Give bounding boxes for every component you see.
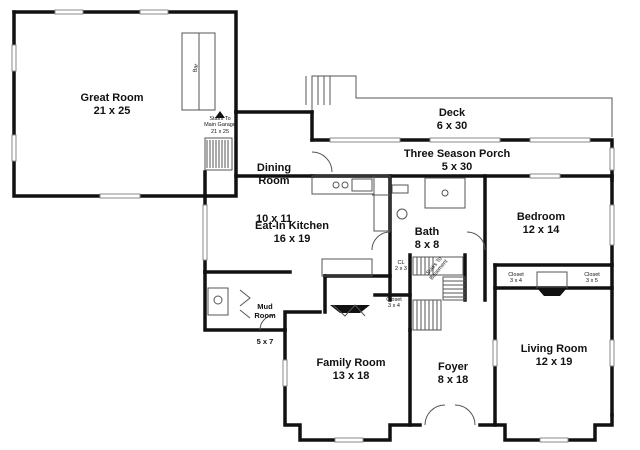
room-dims: 5 x 30 <box>441 160 473 173</box>
closet-right-a-label: Closet 3 x 4 <box>508 272 524 285</box>
family-room-label: Family Room 13 x 18 <box>316 357 385 382</box>
window <box>11 134 17 162</box>
window <box>11 44 17 72</box>
room-dims: 13 x 18 <box>332 369 370 382</box>
dining-room-label: Dining Room 10 x 11 <box>256 137 292 238</box>
stairs-basement <box>412 256 466 331</box>
room-name: Bath <box>414 226 440 238</box>
room-name: Dining Room <box>256 162 292 187</box>
fireplace-right <box>536 271 568 296</box>
closet-center-label: Closet 3 x 4 <box>386 297 402 310</box>
bedroom-label: Bedroom 12 x 14 <box>517 211 565 236</box>
great-room-label: Great Room 21 x 25 <box>81 92 144 117</box>
window <box>202 204 208 261</box>
three-season-porch-label: Three Season Porch 5 x 30 <box>404 148 510 173</box>
window <box>609 339 615 367</box>
door-swing <box>259 314 276 331</box>
room-name: Great Room <box>80 92 144 104</box>
window <box>529 173 561 179</box>
living-room-label: Living Room 12 x 19 <box>521 343 588 368</box>
room-name: Deck <box>438 107 466 119</box>
cl-label: CL 2 x 3 <box>395 260 407 273</box>
room-dims: 5 x 7 <box>256 336 274 346</box>
room-name: Eat-In Kitchen <box>255 220 329 232</box>
window <box>139 9 169 15</box>
window <box>54 9 84 15</box>
window <box>609 204 615 246</box>
room-dims: 16 x 19 <box>273 232 311 245</box>
room-name: Family Room <box>316 357 386 369</box>
deck-outline <box>305 75 613 137</box>
room-dims: 10 x 11 <box>255 212 293 225</box>
mud-room-label: Mud Room 5 x 7 <box>254 286 275 355</box>
front-door <box>424 404 476 426</box>
stairs-garage-label: Stairs To Main Garage 21 x 25 <box>204 116 236 135</box>
room-name: Three Season Porch <box>403 148 511 160</box>
room-dims: 8 x 18 <box>437 373 469 386</box>
room-dims: 12 x 19 <box>535 355 573 368</box>
room-dims: 8 x 8 <box>414 238 440 251</box>
door-swing <box>311 151 333 173</box>
window <box>529 137 591 143</box>
room-name: Mud Room <box>254 302 276 320</box>
room-dims: 21 x 25 <box>93 104 131 117</box>
room-name: Foyer <box>438 361 468 373</box>
door-swing <box>371 231 391 251</box>
stairs-garage <box>204 111 233 171</box>
window <box>609 147 615 171</box>
window <box>334 437 364 443</box>
door-swing <box>466 231 486 251</box>
foyer-label: Foyer 8 x 18 <box>438 361 469 386</box>
bath-fixtures <box>391 177 466 220</box>
window <box>429 137 501 143</box>
window <box>539 437 569 443</box>
window <box>282 359 288 387</box>
bar-top <box>181 32 200 111</box>
eat-in-kitchen-label: Eat-In Kitchen 16 x 19 <box>255 220 329 245</box>
room-name: Living Room <box>520 343 588 355</box>
window <box>99 193 141 199</box>
room-name: Bedroom <box>516 211 566 223</box>
window <box>329 137 401 143</box>
room-dims: 6 x 30 <box>436 119 468 132</box>
closet-right-b-label: Closet 3 x 5 <box>584 272 600 285</box>
mud-room-fixtures <box>207 287 251 319</box>
deck-label: Deck 6 x 30 <box>437 107 468 132</box>
bath-label: Bath 8 x 8 <box>415 226 439 251</box>
great-room-walls <box>12 10 314 198</box>
kitchen-counters <box>311 175 391 277</box>
window <box>492 339 498 367</box>
fireplace-center <box>330 304 370 317</box>
room-dims: 12 x 14 <box>522 223 560 236</box>
